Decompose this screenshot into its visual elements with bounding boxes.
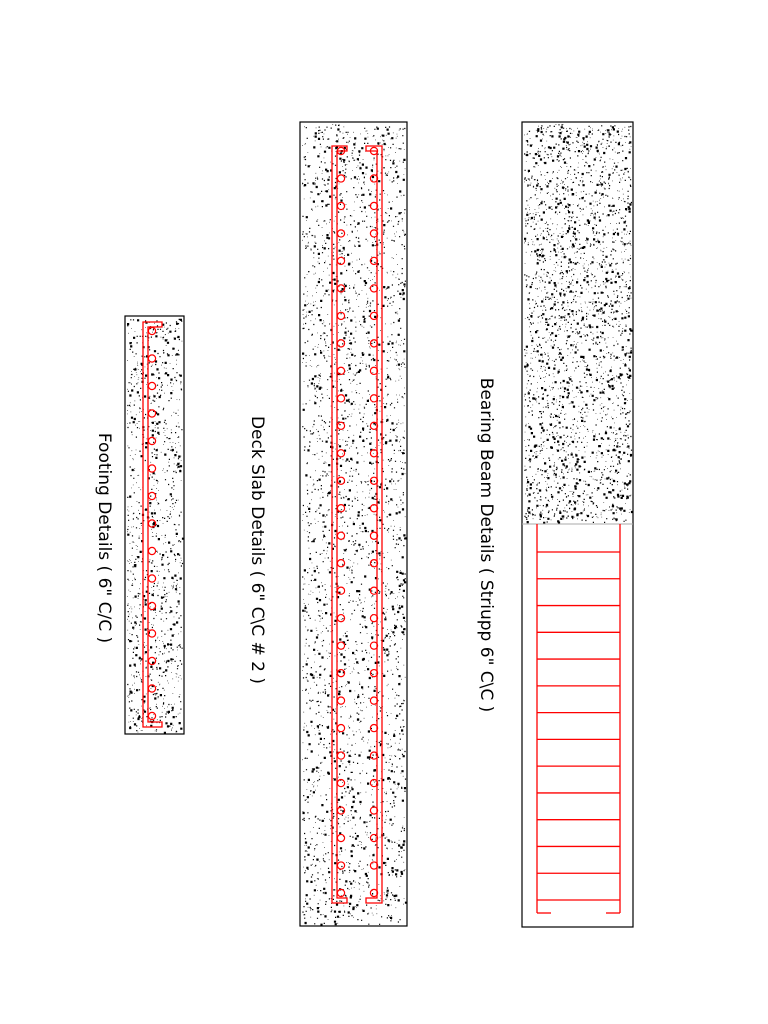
rebar-bar-section — [336, 201, 346, 211]
rebar-bar-section — [336, 311, 346, 321]
concrete-speckle — [302, 124, 408, 926]
rebar-bar-section — [336, 586, 346, 595]
rebar-bar-section — [369, 256, 379, 266]
rebar-bar-section — [336, 778, 346, 788]
rebar-bar-section — [336, 723, 346, 733]
rebar-bar-section — [147, 684, 157, 693]
rebar-bar-section — [336, 559, 346, 568]
rebar-bar-section — [369, 311, 379, 321]
rebar-bar-section — [369, 861, 379, 870]
rebar-bar-section — [369, 778, 379, 788]
rebar-bar-section — [369, 586, 379, 595]
rebar-bar-section — [147, 519, 157, 528]
rebar-bar-section — [147, 409, 157, 418]
rebar-bar-section — [336, 833, 346, 843]
rebar-bar-section — [336, 394, 346, 403]
deck-slab-right-bar — [365, 145, 383, 904]
rebar-bar-section — [147, 354, 157, 363]
rebar-bar-section — [369, 833, 379, 843]
rebar-bar-section — [336, 696, 346, 705]
rebar-bar-section — [369, 339, 379, 348]
concrete-speckle — [127, 318, 185, 734]
rebar-bar-section — [369, 641, 379, 650]
rebar-bar-section — [336, 421, 346, 431]
deck-slab-left-bar — [331, 145, 348, 904]
rebar-bar-section — [336, 476, 346, 485]
rebar-bar-section — [336, 229, 346, 238]
rebar-bar-section — [369, 531, 379, 540]
footing-label: Footing Details ( 6" C/C ) — [94, 433, 114, 643]
rebar-bar-section — [147, 601, 157, 611]
rebar-bar-section — [147, 464, 157, 473]
rebar-bar-section — [336, 751, 346, 760]
rebar-bar-section — [369, 751, 379, 760]
rebar-bar-section — [369, 723, 379, 733]
rebar-bar-section — [369, 421, 379, 431]
rebar-bar-section — [147, 574, 157, 583]
rebar-bar-section — [147, 711, 157, 721]
rebar-bar-section — [336, 174, 346, 183]
rebar-bar-section — [336, 806, 346, 815]
rebar-bar-section — [336, 531, 346, 540]
rebar-bar-section — [336, 366, 346, 376]
rebar-bar-section — [147, 381, 157, 391]
rebar-bar-section — [147, 546, 157, 556]
rebar-bar-section — [369, 559, 379, 568]
rebar-bar-section — [369, 146, 379, 156]
rebar-bar-section — [369, 366, 379, 376]
deck-slab-label: Deck Slab Details ( 6" C\C # 2 ) — [247, 416, 267, 684]
reinforcement — [142, 145, 621, 914]
rebar-bar-section — [147, 491, 157, 501]
rebar-bar-section — [336, 641, 346, 650]
rebar-bar-section — [336, 668, 346, 678]
rebar-bar-section — [336, 613, 346, 623]
footing-outline — [124, 315, 185, 735]
rebar-bar-section — [336, 284, 346, 293]
rebar-bar-section — [336, 861, 346, 870]
deck-slab-outline — [299, 121, 408, 927]
rebar-bar-section — [369, 476, 379, 485]
rebar-bar-section — [369, 174, 379, 183]
bearing-beam-label: Bearing Beam Details ( Striupp 6" C\C ) — [476, 378, 496, 713]
rebar-bar-section — [369, 449, 379, 458]
rebar-bar-section — [369, 696, 379, 705]
rebar-bar-section — [336, 504, 346, 513]
rebar-bar-section — [369, 284, 379, 293]
rebar-bar-section — [369, 806, 379, 815]
rebar-bar-section — [336, 339, 346, 348]
rebar-bar-section — [369, 668, 379, 678]
concrete-speckle — [524, 124, 634, 524]
rebar-bar-section — [147, 629, 157, 638]
rebar-bar-section — [369, 504, 379, 513]
rebar-bar-section — [369, 201, 379, 211]
rebar-bar-section — [336, 888, 346, 898]
rebar-bar-section — [147, 326, 157, 336]
rebar-bar-section — [369, 613, 379, 623]
rebar-bar-section — [369, 229, 379, 238]
rebar-bar-section — [336, 449, 346, 458]
concrete-hatching — [127, 124, 634, 926]
rebar-bar-section — [369, 888, 379, 898]
footing-main-bar — [142, 321, 163, 728]
rebar-bar-section — [336, 256, 346, 266]
rebar-bar-section — [369, 394, 379, 403]
rebar-bar-section — [147, 656, 157, 666]
rebar-bar-section — [147, 436, 157, 446]
rebar-bar-section — [336, 146, 346, 156]
